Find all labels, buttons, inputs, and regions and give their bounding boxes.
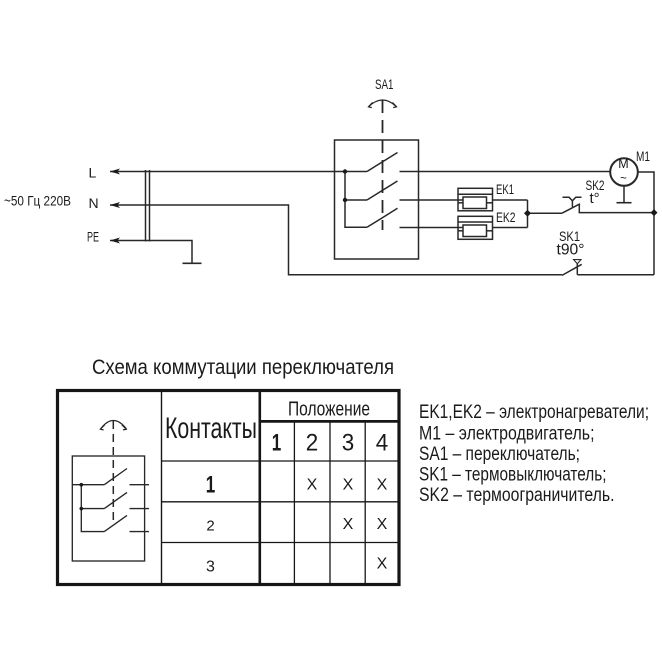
svg-text:M1: M1 (636, 148, 650, 164)
svg-text:M1 – электродвигатель;: M1 – электродвигатель; (419, 423, 595, 444)
svg-text:4: 4 (376, 430, 389, 457)
svg-text:SK2 – термоограничитель.: SK2 – термоограничитель. (419, 485, 615, 506)
svg-text:X: X (343, 477, 354, 494)
svg-text:2: 2 (306, 430, 319, 457)
svg-text:Схема коммутации переключателя: Схема коммутации переключателя (92, 355, 394, 379)
svg-text:3: 3 (206, 559, 215, 576)
svg-text:~: ~ (620, 173, 627, 185)
svg-text:Положение: Положение (288, 399, 370, 421)
svg-text:SK1: SK1 (559, 228, 580, 244)
svg-text:Контакты: Контакты (165, 412, 257, 445)
svg-text:X: X (377, 477, 388, 494)
svg-text:SK1 – термовыключатель;: SK1 – термовыключатель; (419, 464, 607, 485)
svg-text:N: N (89, 195, 99, 211)
svg-text:X: X (307, 477, 318, 494)
svg-text:SA1 – переключатель;: SA1 – переключатель; (419, 444, 580, 465)
svg-text:t90°: t90° (557, 242, 585, 259)
svg-text:1: 1 (272, 430, 282, 457)
svg-text:EK1,EK2 – электронагреватели;: EK1,EK2 – электронагреватели; (419, 402, 649, 423)
svg-text:PE: PE (87, 229, 99, 245)
svg-text:X: X (343, 516, 354, 533)
svg-text:SK2: SK2 (586, 177, 605, 193)
svg-text:1: 1 (206, 472, 216, 499)
svg-text:EK2: EK2 (496, 209, 516, 225)
svg-text:X: X (377, 556, 388, 573)
svg-text:EK1: EK1 (496, 181, 514, 197)
svg-text:X: X (377, 516, 388, 533)
svg-text:M: M (618, 157, 628, 171)
svg-text:L: L (89, 165, 97, 181)
svg-text:~50 Гц 220В: ~50 Гц 220В (4, 193, 71, 209)
svg-text:SA1: SA1 (375, 76, 394, 92)
svg-text:2: 2 (206, 518, 214, 535)
svg-text:3: 3 (342, 430, 355, 457)
svg-text:t°: t° (590, 190, 600, 207)
